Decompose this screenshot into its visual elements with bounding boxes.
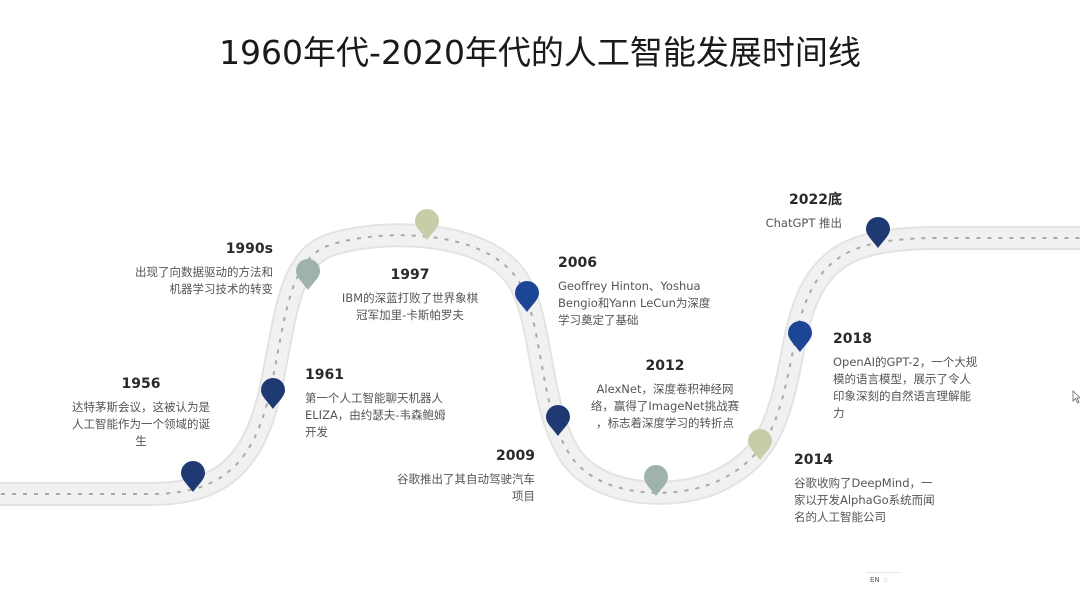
pin-1956 bbox=[181, 461, 205, 492]
pin-2009 bbox=[546, 405, 570, 436]
event-2018: 2018 OpenAI的GPT-2，一个大规 模的语言模型，展示了令人 印象深刻… bbox=[833, 330, 993, 422]
event-year: 2006 bbox=[558, 255, 597, 271]
event-1997: 1997 IBM的深蓝打败了世界象棋 冠军加里-卡斯帕罗夫 bbox=[330, 266, 490, 324]
event-year: 2018 bbox=[833, 331, 872, 347]
event-year: 2022底 bbox=[789, 192, 842, 208]
event-2014: 2014 谷歌收购了DeepMind，一 家以开发AlphaGo系统而闻 名的人… bbox=[794, 451, 954, 526]
event-2006: 2006 Geoffrey Hinton、Yoshua Bengio和Yann … bbox=[558, 254, 728, 329]
event-description: 谷歌推出了其自动驾驶汽车 项目 bbox=[397, 472, 535, 503]
page-title: 1960年代-2020年代的人工智能发展时间线 bbox=[219, 33, 861, 72]
event-1956: 1956 达特茅斯会议，这被认为是 人工智能作为一个领域的诞 生 bbox=[60, 375, 222, 450]
event-description: 达特茅斯会议，这被认为是 人工智能作为一个领域的诞 生 bbox=[72, 400, 210, 448]
pin-1997 bbox=[415, 209, 439, 240]
event-year: 1956 bbox=[121, 376, 161, 392]
event-description: 出现了向数据驱动的方法和 机器学习技术的转变 bbox=[135, 265, 273, 296]
pin-2014 bbox=[748, 429, 772, 460]
pin-1990s bbox=[296, 259, 320, 290]
event-2009: 2009 谷歌推出了其自动驾驶汽车 项目 bbox=[370, 447, 535, 505]
event-description: IBM的深蓝打败了世界象棋 冠军加里-卡斯帕罗夫 bbox=[341, 291, 479, 322]
event-year: 1961 bbox=[305, 367, 344, 383]
grip-icon: :: bbox=[883, 576, 888, 584]
mouse-cursor-icon bbox=[1072, 390, 1080, 404]
event-year: 1997 bbox=[390, 267, 430, 283]
event-year: 1990s bbox=[225, 241, 273, 257]
event-1961: 1961 第一个人工智能聊天机器人 ELIZA，由约瑟夫-韦森鲍姆 开发 bbox=[305, 366, 470, 441]
event-2012: 2012 AlexNet，深度卷积神经网 络，赢得了ImageNet挑战赛 ，标… bbox=[585, 357, 745, 432]
pin-2018 bbox=[788, 321, 812, 352]
event-description: 谷歌收购了DeepMind，一 家以开发AlphaGo系统而闻 名的人工智能公司 bbox=[794, 476, 935, 524]
event-description: Geoffrey Hinton、Yoshua Bengio和Yann LeCun… bbox=[558, 279, 711, 327]
pin-2012 bbox=[644, 465, 668, 496]
event-year: 2014 bbox=[794, 452, 833, 468]
event-description: ChatGPT 推出 bbox=[765, 216, 842, 230]
event-description: 第一个人工智能聊天机器人 ELIZA，由约瑟夫-韦森鲍姆 开发 bbox=[305, 391, 446, 439]
pin-2006 bbox=[515, 281, 539, 312]
event-description: AlexNet，深度卷积神经网 络，赢得了ImageNet挑战赛 ，标志着深度学… bbox=[590, 382, 740, 430]
event-year: 2012 bbox=[645, 358, 685, 374]
event-description: OpenAI的GPT-2，一个大规 模的语言模型，展示了令人 印象深刻的自然语言… bbox=[833, 355, 978, 420]
event-1990s: 1990s 出现了向数据驱动的方法和 机器学习技术的转变 bbox=[110, 240, 273, 298]
pin-1961 bbox=[261, 378, 285, 409]
language-label: EN bbox=[870, 576, 880, 584]
pin-2022 bbox=[866, 217, 890, 248]
language-indicator[interactable]: EN :: bbox=[866, 572, 900, 587]
event-year: 2009 bbox=[496, 448, 535, 464]
event-2022: 2022底 ChatGPT 推出 bbox=[740, 191, 842, 232]
